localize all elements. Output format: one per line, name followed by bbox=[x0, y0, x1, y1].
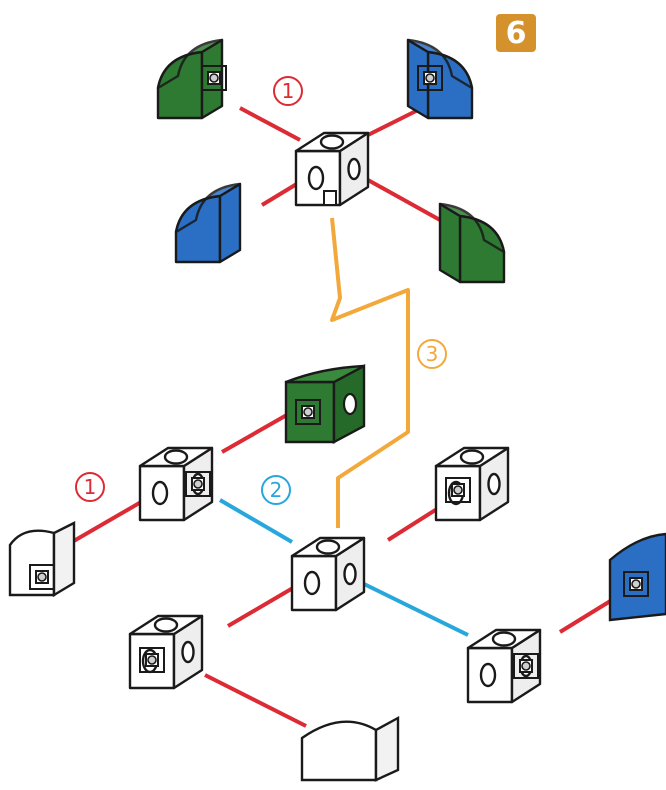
blue-slope-piece bbox=[174, 182, 242, 264]
connector-orange-line bbox=[330, 217, 410, 528]
green-cube-piece bbox=[284, 364, 366, 444]
blue-slope-piece bbox=[406, 38, 474, 120]
connector-red-line bbox=[221, 410, 293, 454]
callout-1-top-text: 1 bbox=[282, 79, 295, 103]
connector-red-line bbox=[239, 106, 301, 142]
callout-2-text: 2 bbox=[270, 478, 283, 502]
left-white-cube bbox=[138, 446, 214, 522]
callout-3: 3 bbox=[417, 339, 447, 369]
white-slope-piece bbox=[8, 521, 76, 598]
white-slope-piece bbox=[300, 715, 400, 782]
connector-red-line bbox=[226, 583, 300, 628]
connector-blue-line bbox=[359, 580, 469, 637]
bottom-right-white-cube bbox=[466, 628, 542, 704]
callout-3-text: 3 bbox=[426, 342, 439, 366]
connector-red-line bbox=[260, 180, 302, 207]
center-white-cube bbox=[290, 536, 366, 612]
connector-red-line bbox=[204, 673, 307, 728]
bottom-left-white-cube bbox=[128, 614, 204, 690]
right-white-cube bbox=[434, 446, 510, 522]
connector-red-line bbox=[367, 108, 419, 137]
callout-1-left: 1 bbox=[75, 472, 105, 502]
connector-red-line bbox=[558, 598, 614, 634]
connector-red-line bbox=[70, 496, 150, 544]
callout-1-left-text: 1 bbox=[84, 475, 97, 499]
step-number-badge: 6 bbox=[496, 14, 536, 52]
green-slope-piece bbox=[156, 38, 227, 120]
callout-1-top: 1 bbox=[273, 76, 303, 106]
connector-red-line bbox=[367, 178, 441, 222]
top-center-cube bbox=[294, 131, 370, 207]
blue-slope-piece bbox=[608, 532, 666, 622]
green-slope-piece bbox=[438, 202, 506, 284]
connector-blue-line bbox=[218, 498, 294, 544]
callout-2: 2 bbox=[261, 475, 291, 505]
